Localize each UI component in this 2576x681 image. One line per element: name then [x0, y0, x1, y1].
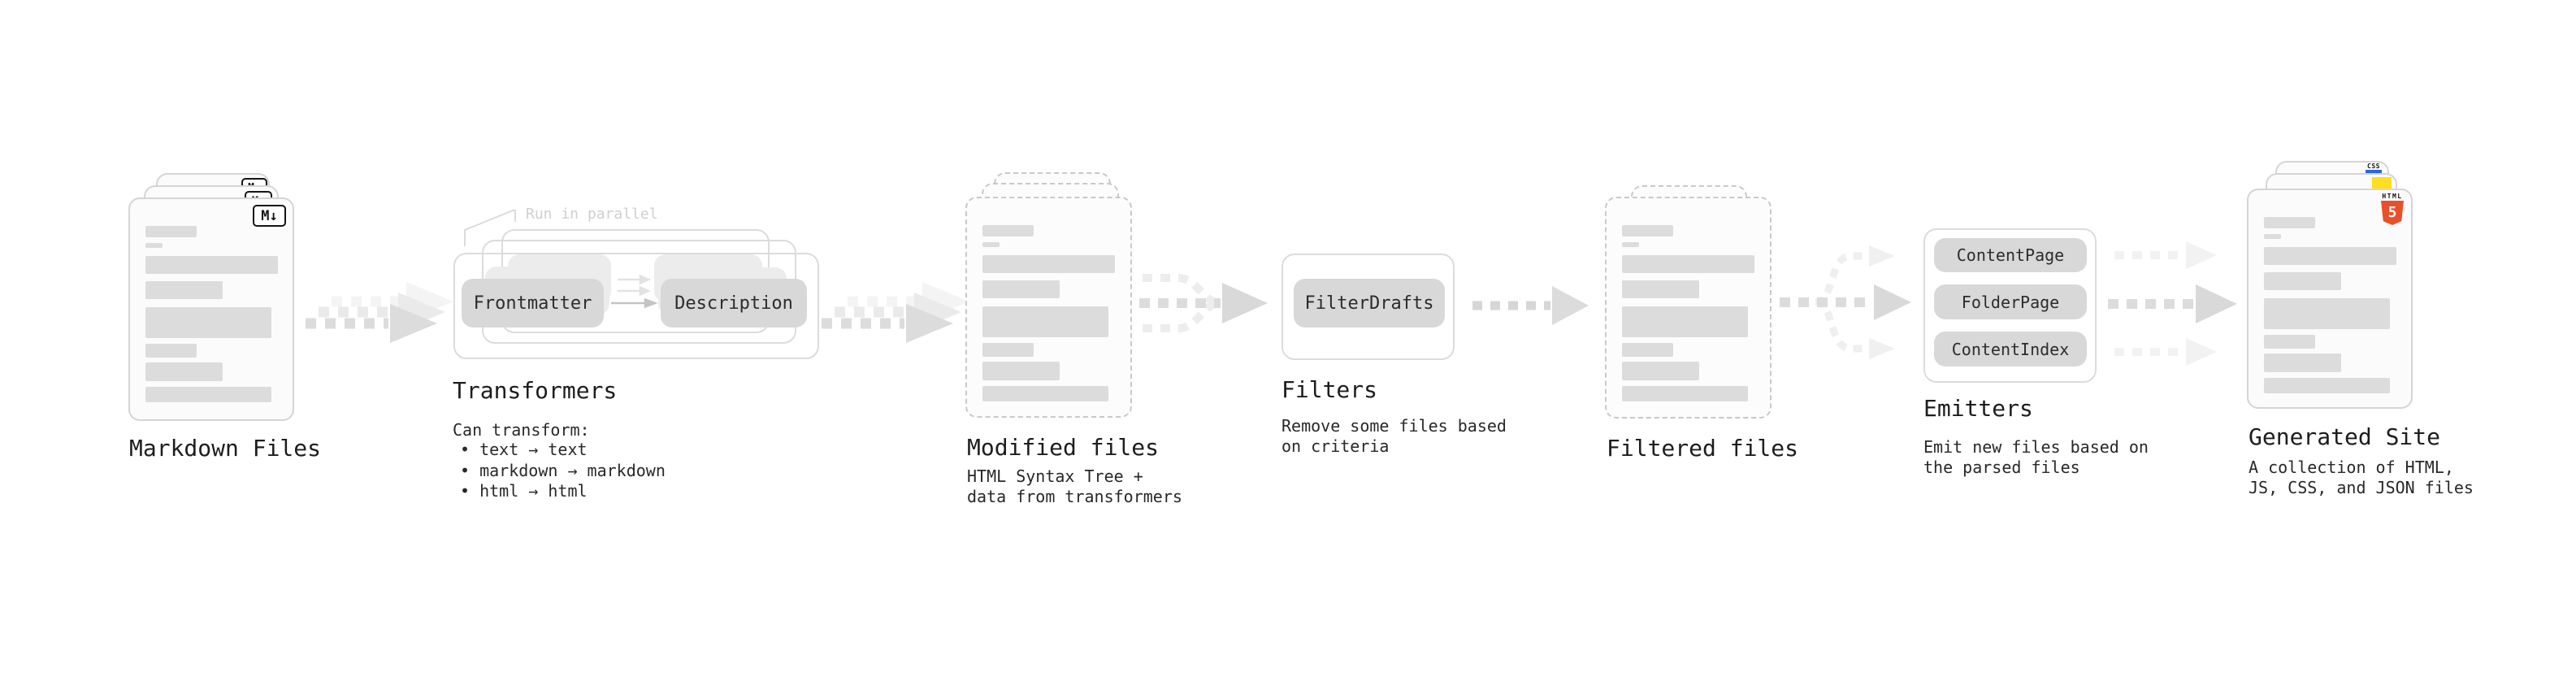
skeleton-text-bar: [2264, 247, 2396, 265]
run-in-parallel-callout: Run in parallel: [526, 206, 658, 223]
skeleton-text-bar: [2264, 354, 2341, 372]
html5-icon: HTML 5: [2380, 193, 2405, 225]
skeleton-text-bar: [2264, 378, 2390, 393]
description-line: A collection of HTML,: [2249, 458, 2454, 477]
skeleton-text-bar: [145, 226, 197, 237]
transformer-pill-description: Description: [661, 279, 807, 327]
skeleton-text-bar: [982, 242, 1000, 247]
transformer-pill-frontmatter: Frontmatter: [462, 279, 604, 327]
skeleton-text-bar: [1622, 280, 1699, 298]
flow-arrow-diverge-icon: [1780, 245, 1911, 359]
skeleton-text-bar: [2264, 298, 2390, 329]
css-icon-label: CSS: [2367, 163, 2380, 170]
flow-arrow-multi-icon: [822, 282, 969, 343]
skeleton-text-bar: [982, 362, 1060, 380]
css-icon: CSS: [2366, 163, 2382, 173]
skeleton-text-bar: [145, 256, 278, 274]
skeleton-text-bar: [145, 307, 271, 338]
skeleton-text-bar: [145, 281, 223, 299]
flow-arrow-triple-icon: [2108, 241, 2237, 366]
stage-label-transformers: Transformers: [453, 377, 618, 404]
html5-icon-number: 5: [2387, 204, 2397, 221]
skeleton-text-bar: [1622, 242, 1639, 247]
skeleton-text-bar: [982, 386, 1108, 401]
description-line: Remove some files based: [1281, 416, 1507, 436]
description-line: the parsed files: [1923, 458, 2080, 477]
javascript-icon: [2372, 177, 2392, 189]
emitter-pill-contentpage: ContentPage: [1934, 238, 2087, 272]
skeleton-text-bar: [1622, 225, 1673, 236]
description-line: data from transformers: [967, 487, 1182, 506]
file-card-front: [2247, 189, 2413, 409]
file-card-front: [965, 197, 1132, 418]
skeleton-text-bar: [145, 344, 197, 358]
emitters-frame: [1923, 228, 2097, 383]
skeleton-text-bar: [982, 306, 1108, 337]
description-line: HTML Syntax Tree +: [967, 466, 1143, 486]
description-line: JS, CSS, and JSON files: [2249, 478, 2474, 497]
skeleton-text-bar: [982, 343, 1034, 357]
file-card-front: [128, 197, 294, 421]
flow-arrow-multi-icon: [306, 282, 453, 343]
markdown-icon: M↓: [253, 205, 286, 227]
stage-label-generated-site: Generated Site: [2249, 423, 2441, 450]
skeleton-text-bar: [982, 225, 1034, 236]
generated-site-description: A collection of HTML, JS, CSS, and JSON …: [2249, 458, 2474, 498]
modified-files-description: HTML Syntax Tree + data from transformer…: [967, 466, 1182, 507]
stage-label-markdown-files: Markdown Files: [129, 435, 322, 462]
filters-frame: [1281, 254, 1455, 360]
stage-label-filtered-files: Filtered files: [1607, 435, 1799, 462]
skeleton-text-bar: [2264, 217, 2315, 228]
bullet-item: • html → html: [460, 481, 588, 501]
transformers-bullet-list: • text → text • markdown → markdown • ht…: [460, 440, 666, 502]
bullet-item: • text → text: [460, 440, 588, 459]
file-card-front: [1605, 197, 1772, 419]
skeleton-text-bar: [982, 255, 1115, 273]
skeleton-text-bar: [145, 362, 223, 381]
skeleton-text-bar: [2264, 234, 2281, 239]
skeleton-text-bar: [1622, 255, 1754, 273]
stage-label-emitters: Emitters: [1923, 395, 2033, 422]
skeleton-text-bar: [1622, 343, 1673, 357]
stage-label-filters: Filters: [1281, 376, 1378, 403]
skeleton-text-bar: [1622, 306, 1748, 337]
html5-icon-label: HTML: [2382, 193, 2403, 200]
flow-arrow-icon: [1472, 286, 1589, 325]
skeleton-text-bar: [2264, 272, 2341, 290]
skeleton-text-bar: [1622, 362, 1699, 380]
flow-arrow-converge-icon: [1139, 274, 1268, 332]
filters-description: Remove some files based on criteria: [1281, 416, 1507, 457]
emitters-description: Emit new files based on the parsed files: [1923, 437, 2149, 478]
emitter-pill-folderpage: FolderPage: [1934, 284, 2087, 319]
description-line: on criteria: [1281, 436, 1390, 456]
transformers-description-title: Can transform:: [453, 420, 590, 440]
description-line: Emit new files based on: [1923, 437, 2149, 457]
stage-label-modified-files: Modified files: [967, 434, 1160, 461]
filter-pill-filterdrafts: FilterDrafts: [1294, 279, 1445, 327]
callout-leader-line: [464, 210, 516, 246]
html5-icon-shield: 5: [2381, 201, 2404, 225]
skeleton-text-bar: [2264, 335, 2315, 349]
skeleton-text-bar: [145, 243, 163, 248]
skeleton-text-bar: [1622, 386, 1748, 401]
skeleton-text-bar: [982, 280, 1060, 298]
mini-arrows-icon: [611, 274, 658, 309]
emitter-pill-contentindex: ContentIndex: [1934, 332, 2087, 367]
transformer-frame-front: [453, 253, 819, 359]
bullet-item: • markdown → markdown: [460, 460, 666, 480]
skeleton-text-bar: [145, 387, 271, 402]
